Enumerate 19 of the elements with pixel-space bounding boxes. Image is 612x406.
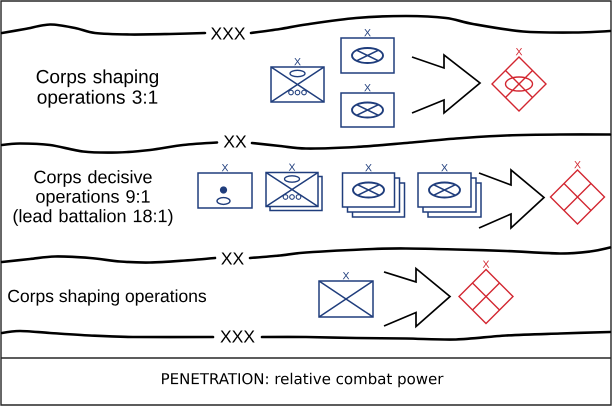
lane-label: Corps decisive operations 9:1 (lead battalion 18:1) [14, 170, 172, 226]
boundary-label: XXX [220, 330, 255, 342]
echelon-label: X [482, 260, 490, 268]
lane-label: Corps shaping operations [8, 289, 206, 306]
echelon-label: X [342, 272, 350, 280]
lane-label: Corps shaping operations 3:1 [36, 69, 158, 108]
echelon-label: X [294, 58, 301, 66]
echelon-label: X [574, 161, 581, 168]
echelon-label: X [441, 164, 448, 172]
boundary-label: XX [221, 252, 244, 264]
echelon-label: X [516, 48, 522, 56]
echelon-label: X [222, 164, 228, 172]
boundary-label: XXX [210, 27, 246, 40]
echelon-label: X [288, 164, 296, 171]
boundary-label: XX [224, 135, 246, 148]
echelon-label: X [364, 84, 371, 92]
echelon-label: X [364, 29, 371, 36]
caption: PENETRATION: relative combat power [162, 372, 444, 388]
echelon-label: X [365, 164, 372, 172]
